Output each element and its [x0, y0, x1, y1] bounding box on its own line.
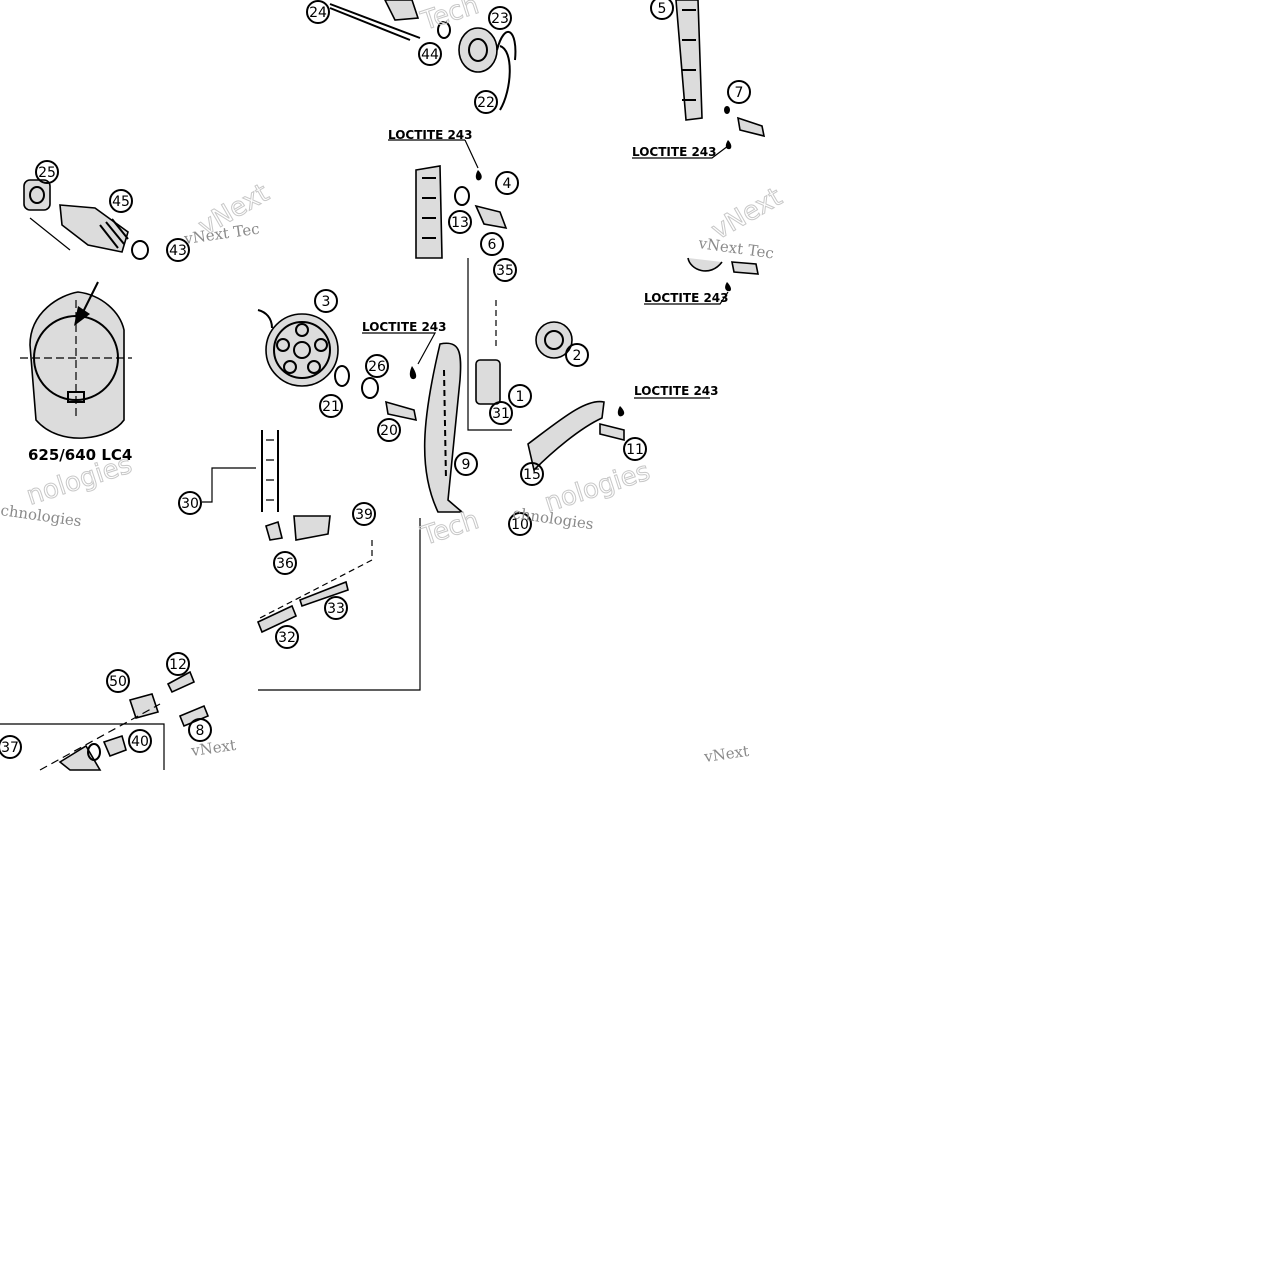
watermark-outline: Tech [417, 505, 483, 552]
svg-text:44: 44 [421, 47, 439, 63]
tile-lower-center [256, 515, 421, 691]
svg-text:31: 31 [492, 406, 510, 422]
callout-24: 24 [306, 0, 330, 24]
callout-35: 35 [493, 258, 517, 282]
tile-top-right [632, 0, 766, 305]
callout-21: 21 [319, 394, 343, 418]
callout-12: 12 [166, 652, 190, 676]
callout-30: 30 [178, 491, 202, 515]
svg-text:20: 20 [380, 423, 398, 439]
svg-text:36: 36 [276, 556, 294, 572]
callout-44: 44 [418, 42, 442, 66]
callout-20: 20 [377, 418, 401, 442]
loctite-label-2: LOCTITE 243 [632, 145, 717, 159]
callout-23: 23 [488, 6, 512, 30]
callout-33: 33 [324, 596, 348, 620]
svg-text:40: 40 [131, 734, 149, 750]
callout-4: 4 [495, 171, 519, 195]
tile-top-left [23, 0, 517, 260]
svg-text:12: 12 [169, 657, 187, 673]
chain-guide-upper [388, 139, 508, 259]
cam-profile-drawing: 625/640 LC4 [20, 281, 132, 464]
svg-text:5: 5 [658, 1, 667, 17]
svg-text:21: 21 [322, 399, 340, 415]
svg-text:3: 3 [322, 294, 331, 310]
svg-text:1: 1 [516, 389, 525, 405]
callout-7: 7 [727, 80, 751, 104]
callout-9: 9 [454, 452, 478, 476]
callout-22: 22 [474, 90, 498, 114]
svg-text:10: 10 [511, 517, 529, 533]
callout-3: 3 [314, 289, 338, 313]
svg-text:43: 43 [169, 243, 187, 259]
crank-sprocket [535, 321, 573, 359]
tile-center-right [467, 258, 710, 472]
loctite-label-5: LOCTITE 243 [634, 384, 719, 398]
tile-center [202, 309, 465, 513]
loctite-label-1: LOCTITE 243 [388, 128, 473, 142]
tile-bottom-left [0, 670, 210, 771]
callout-10: 10 [508, 512, 532, 536]
callout-39: 39 [352, 502, 376, 526]
model-label: 625/640 LC4 [28, 446, 132, 464]
watermark-text: vNext Tec [696, 234, 775, 263]
callout-36: 36 [273, 551, 297, 575]
svg-text:15: 15 [523, 467, 541, 483]
bearing-part [458, 27, 517, 111]
svg-text:13: 13 [451, 215, 469, 231]
watermark-text: vNext [702, 742, 750, 766]
callout-5: 5 [650, 0, 674, 20]
svg-text:24: 24 [309, 5, 327, 21]
svg-text:35: 35 [496, 263, 514, 279]
callout-45: 45 [109, 189, 133, 213]
svg-text:23: 23 [491, 11, 509, 27]
svg-text:37: 37 [1, 740, 19, 756]
callout-37: 37 [0, 735, 22, 759]
callout-43: 43 [166, 238, 190, 262]
svg-text:25: 25 [38, 165, 56, 181]
callout-31: 31 [489, 401, 513, 425]
camshaft-part [23, 179, 149, 260]
svg-text:6: 6 [488, 237, 497, 253]
callout-11: 11 [623, 437, 647, 461]
callout-50: 50 [106, 669, 130, 693]
svg-text:2: 2 [573, 348, 582, 364]
svg-text:11: 11 [626, 442, 644, 458]
svg-text:30: 30 [181, 496, 199, 512]
callout-15: 15 [520, 462, 544, 486]
svg-text:8: 8 [196, 723, 205, 739]
loctite-label-4: LOCTITE 243 [362, 320, 447, 334]
svg-text:32: 32 [278, 630, 296, 646]
svg-text:33: 33 [327, 601, 345, 617]
callout-1: 1 [508, 384, 532, 408]
svg-text:45: 45 [112, 194, 130, 210]
svg-text:39: 39 [355, 507, 373, 523]
callout-32: 32 [275, 625, 299, 649]
callout-40: 40 [128, 729, 152, 753]
watermark-outline: vNext [707, 182, 788, 246]
callout-2: 2 [565, 343, 589, 367]
callout-26: 26 [365, 354, 389, 378]
callout-8: 8 [188, 718, 212, 742]
loctite-label-3: LOCTITE 243 [644, 291, 729, 305]
part-callouts: 24 23 44 22 5 7 25 45 43 4 13 6 35 3 26 … [0, 0, 751, 759]
svg-text:4: 4 [503, 176, 512, 192]
svg-text:26: 26 [368, 359, 386, 375]
svg-text:7: 7 [735, 85, 744, 101]
svg-text:9: 9 [462, 457, 471, 473]
watermark-outline: nologies [541, 457, 654, 519]
callout-13: 13 [448, 210, 472, 234]
callout-25: 25 [35, 160, 59, 184]
loctite-labels: LOCTITE 243 LOCTITE 243 LOCTITE 243 LOCT… [362, 128, 729, 398]
svg-text:50: 50 [109, 674, 127, 690]
svg-text:22: 22 [477, 95, 495, 111]
callout-6: 6 [480, 232, 504, 256]
camshaft-sprocket [265, 313, 339, 387]
